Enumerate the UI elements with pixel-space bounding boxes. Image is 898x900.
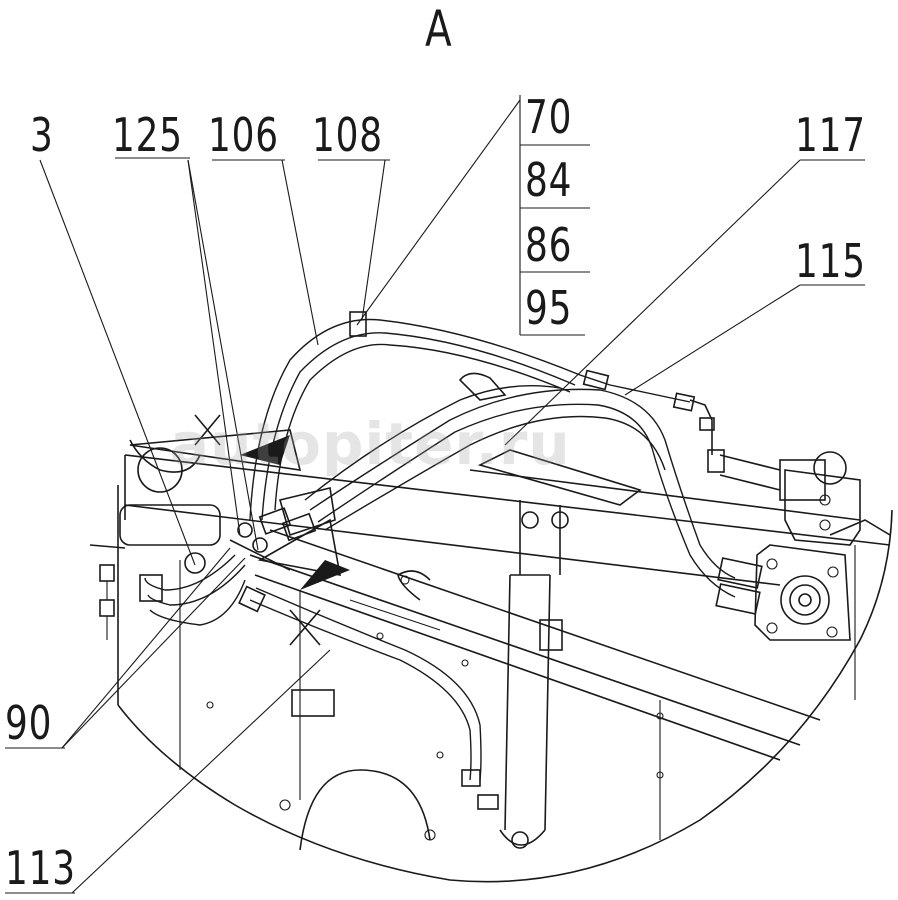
leader-117 bbox=[504, 159, 801, 446]
leader-125-b bbox=[187, 159, 259, 551]
callout-3: 3 bbox=[30, 108, 54, 162]
leader-108 bbox=[361, 159, 386, 321]
callout-108: 108 bbox=[312, 108, 383, 162]
leader-90-b bbox=[61, 557, 246, 749]
bracket-plate bbox=[119, 504, 221, 546]
callout-95: 95 bbox=[525, 281, 573, 335]
callout-113: 113 bbox=[5, 841, 76, 895]
hose-assembly bbox=[89, 311, 763, 810]
leader-125-a bbox=[187, 159, 241, 536]
callout-117: 117 bbox=[795, 108, 866, 162]
leader-70 bbox=[356, 99, 521, 326]
hose-clamp bbox=[349, 311, 367, 337]
hose-fitting-lower bbox=[715, 583, 761, 615]
view-title: A bbox=[425, 0, 453, 58]
hose-fitting-upper bbox=[717, 557, 763, 589]
leader-lines bbox=[5, 95, 865, 894]
x-mark-upper bbox=[194, 414, 221, 446]
leader-106 bbox=[281, 159, 319, 346]
label-plate bbox=[291, 689, 335, 717]
callout-86: 86 bbox=[525, 218, 573, 272]
leader-3 bbox=[39, 159, 196, 566]
section-arrows bbox=[129, 414, 350, 646]
hydraulic-cylinder bbox=[499, 500, 569, 849]
callout-70: 70 bbox=[525, 90, 573, 144]
pump-flange bbox=[754, 469, 861, 641]
callout-125: 125 bbox=[112, 108, 183, 162]
hose-tee-block bbox=[279, 487, 336, 537]
watermark: autopiter.ru bbox=[170, 410, 571, 478]
callout-115: 115 bbox=[795, 234, 866, 288]
chassis-frame bbox=[117, 439, 891, 851]
leader-90-a bbox=[61, 547, 231, 749]
pivot-eye bbox=[137, 447, 183, 493]
callout-90: 90 bbox=[5, 696, 53, 750]
valve-block bbox=[458, 372, 847, 506]
cylinder-eye bbox=[511, 831, 529, 849]
callout-84: 84 bbox=[525, 153, 573, 207]
leader-113 bbox=[71, 649, 331, 894]
detail-view-boundary bbox=[117, 509, 893, 883]
x-mark-lower bbox=[289, 609, 321, 646]
callout-106: 106 bbox=[208, 108, 279, 162]
hose-clamp-ring bbox=[813, 451, 847, 485]
leader-115 bbox=[624, 284, 801, 396]
